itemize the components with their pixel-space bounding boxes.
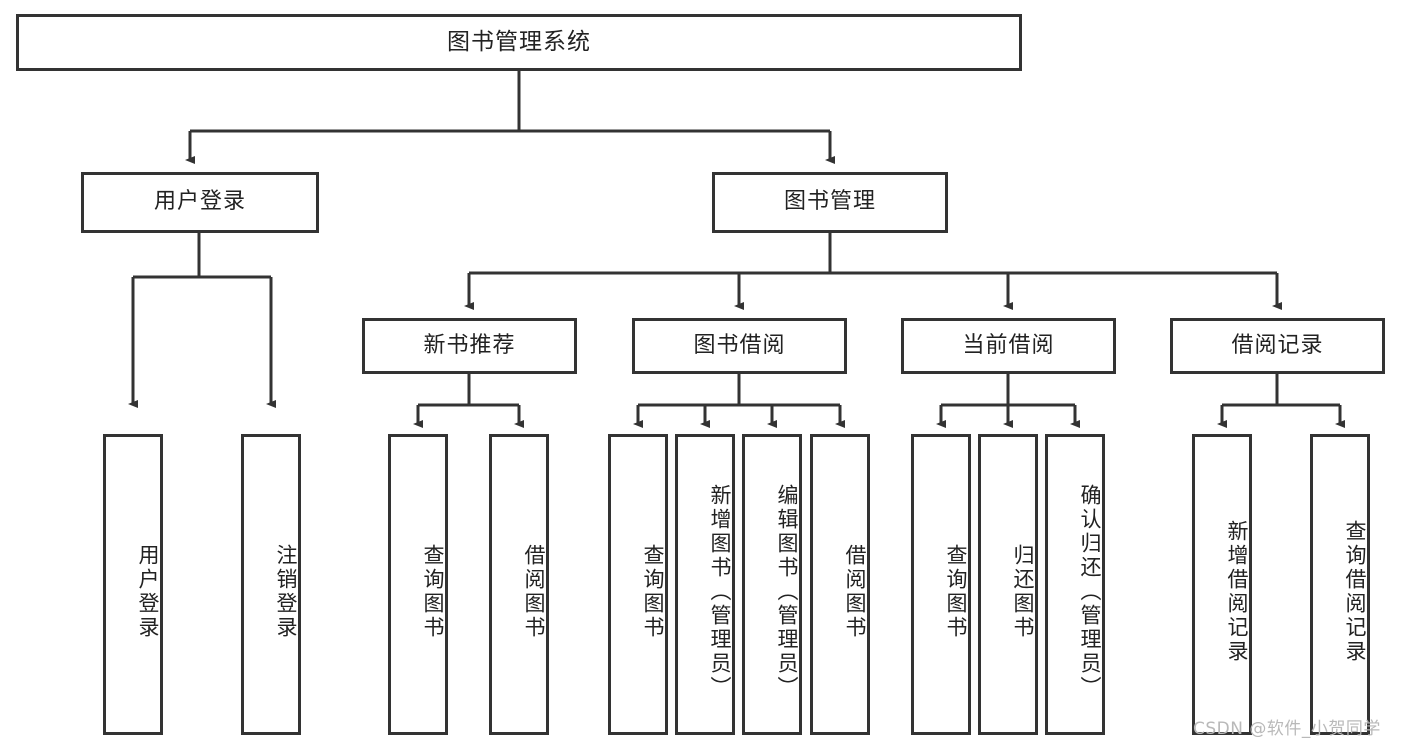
- leaf-borrow-borrow-book[interactable]: 借阅图书: [810, 434, 870, 735]
- leaf-current-query-book[interactable]: 查询图书: [911, 434, 971, 735]
- leaf-current-return-book[interactable]: 归还图书: [978, 434, 1038, 735]
- leaf-borrow-add-book-admin[interactable]: 新增图书（管理员）: [675, 434, 735, 735]
- node-new-book-recommend-label: 新书推荐: [423, 332, 516, 358]
- leaf-user-login-signin[interactable]: 用户登录: [103, 434, 163, 735]
- leaf-recommend-borrow-book-label: 借阅图书: [522, 543, 546, 640]
- leaf-recommend-query-book-label: 查询图书: [421, 543, 445, 640]
- node-current-borrow-label: 当前借阅: [962, 332, 1055, 358]
- leaf-record-add-record[interactable]: 新增借阅记录: [1192, 434, 1252, 735]
- leaf-current-return-book-label: 归还图书: [1011, 543, 1035, 640]
- node-book-management[interactable]: 图书管理: [712, 172, 948, 233]
- leaf-user-login-signin-label: 用户登录: [136, 543, 160, 640]
- leaf-current-query-book-label: 查询图书: [944, 543, 968, 640]
- node-user-login-label: 用户登录: [153, 189, 246, 215]
- leaf-record-add-record-label: 新增借阅记录: [1225, 519, 1249, 664]
- node-borrow-record-label: 借阅记录: [1231, 332, 1324, 358]
- leaf-user-login-signout-label: 注销登录: [274, 543, 298, 640]
- node-new-book-recommend[interactable]: 新书推荐: [362, 318, 577, 374]
- leaf-record-query-record[interactable]: 查询借阅记录: [1310, 434, 1370, 735]
- leaf-borrow-query-book[interactable]: 查询图书: [608, 434, 668, 735]
- leaf-recommend-query-book[interactable]: 查询图书: [388, 434, 448, 735]
- node-borrow-record[interactable]: 借阅记录: [1170, 318, 1385, 374]
- leaf-recommend-borrow-book[interactable]: 借阅图书: [489, 434, 549, 735]
- leaf-record-query-record-label: 查询借阅记录: [1343, 519, 1367, 664]
- csdn-watermark: CSDN @软件_小贺同学: [1193, 719, 1381, 739]
- node-user-login[interactable]: 用户登录: [81, 172, 319, 233]
- node-book-borrow[interactable]: 图书借阅: [632, 318, 847, 374]
- node-book-borrow-label: 图书借阅: [693, 332, 786, 358]
- leaf-current-confirm-return-admin[interactable]: 确认归还（管理员）: [1045, 434, 1105, 735]
- leaf-borrow-add-book-admin-label: 新增图书（管理员）: [708, 483, 732, 700]
- leaf-borrow-borrow-book-label: 借阅图书: [843, 543, 867, 640]
- leaf-borrow-query-book-label: 查询图书: [641, 543, 665, 640]
- node-root-system-label: 图书管理系统: [447, 28, 591, 55]
- leaf-borrow-edit-book-admin-label: 编辑图书（管理员）: [775, 483, 799, 700]
- node-book-management-label: 图书管理: [783, 189, 876, 215]
- leaf-current-confirm-return-admin-label: 确认归还（管理员）: [1078, 483, 1102, 700]
- leaf-user-login-signout[interactable]: 注销登录: [241, 434, 301, 735]
- node-root-system[interactable]: 图书管理系统: [16, 14, 1022, 71]
- node-current-borrow[interactable]: 当前借阅: [901, 318, 1116, 374]
- leaf-borrow-edit-book-admin[interactable]: 编辑图书（管理员）: [742, 434, 802, 735]
